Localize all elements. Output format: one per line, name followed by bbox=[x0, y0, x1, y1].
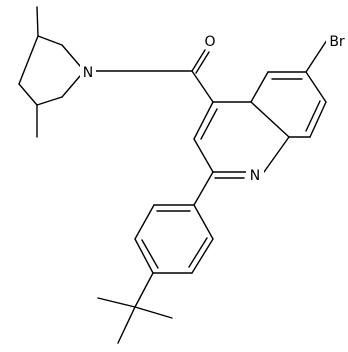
quinoline-core bbox=[193, 39, 328, 179]
quinoline-nitrogen-atom: N bbox=[246, 166, 264, 184]
bromine-label: Br bbox=[329, 34, 345, 50]
oxygen-label: O bbox=[204, 34, 215, 50]
bromine-atom: Br bbox=[326, 32, 348, 50]
tert-butylphenyl-group bbox=[97, 171, 214, 344]
piperidine-nitrogen-atom: N bbox=[80, 63, 96, 81]
amide-linkage bbox=[94, 49, 214, 103]
methyl-groups bbox=[36, 6, 39, 138]
oxygen-atom: O bbox=[202, 32, 218, 50]
piperidine-nitrogen-label: N bbox=[83, 65, 93, 81]
quinoline-nitrogen-label: N bbox=[250, 168, 260, 184]
piperidine-ring bbox=[18, 35, 81, 106]
